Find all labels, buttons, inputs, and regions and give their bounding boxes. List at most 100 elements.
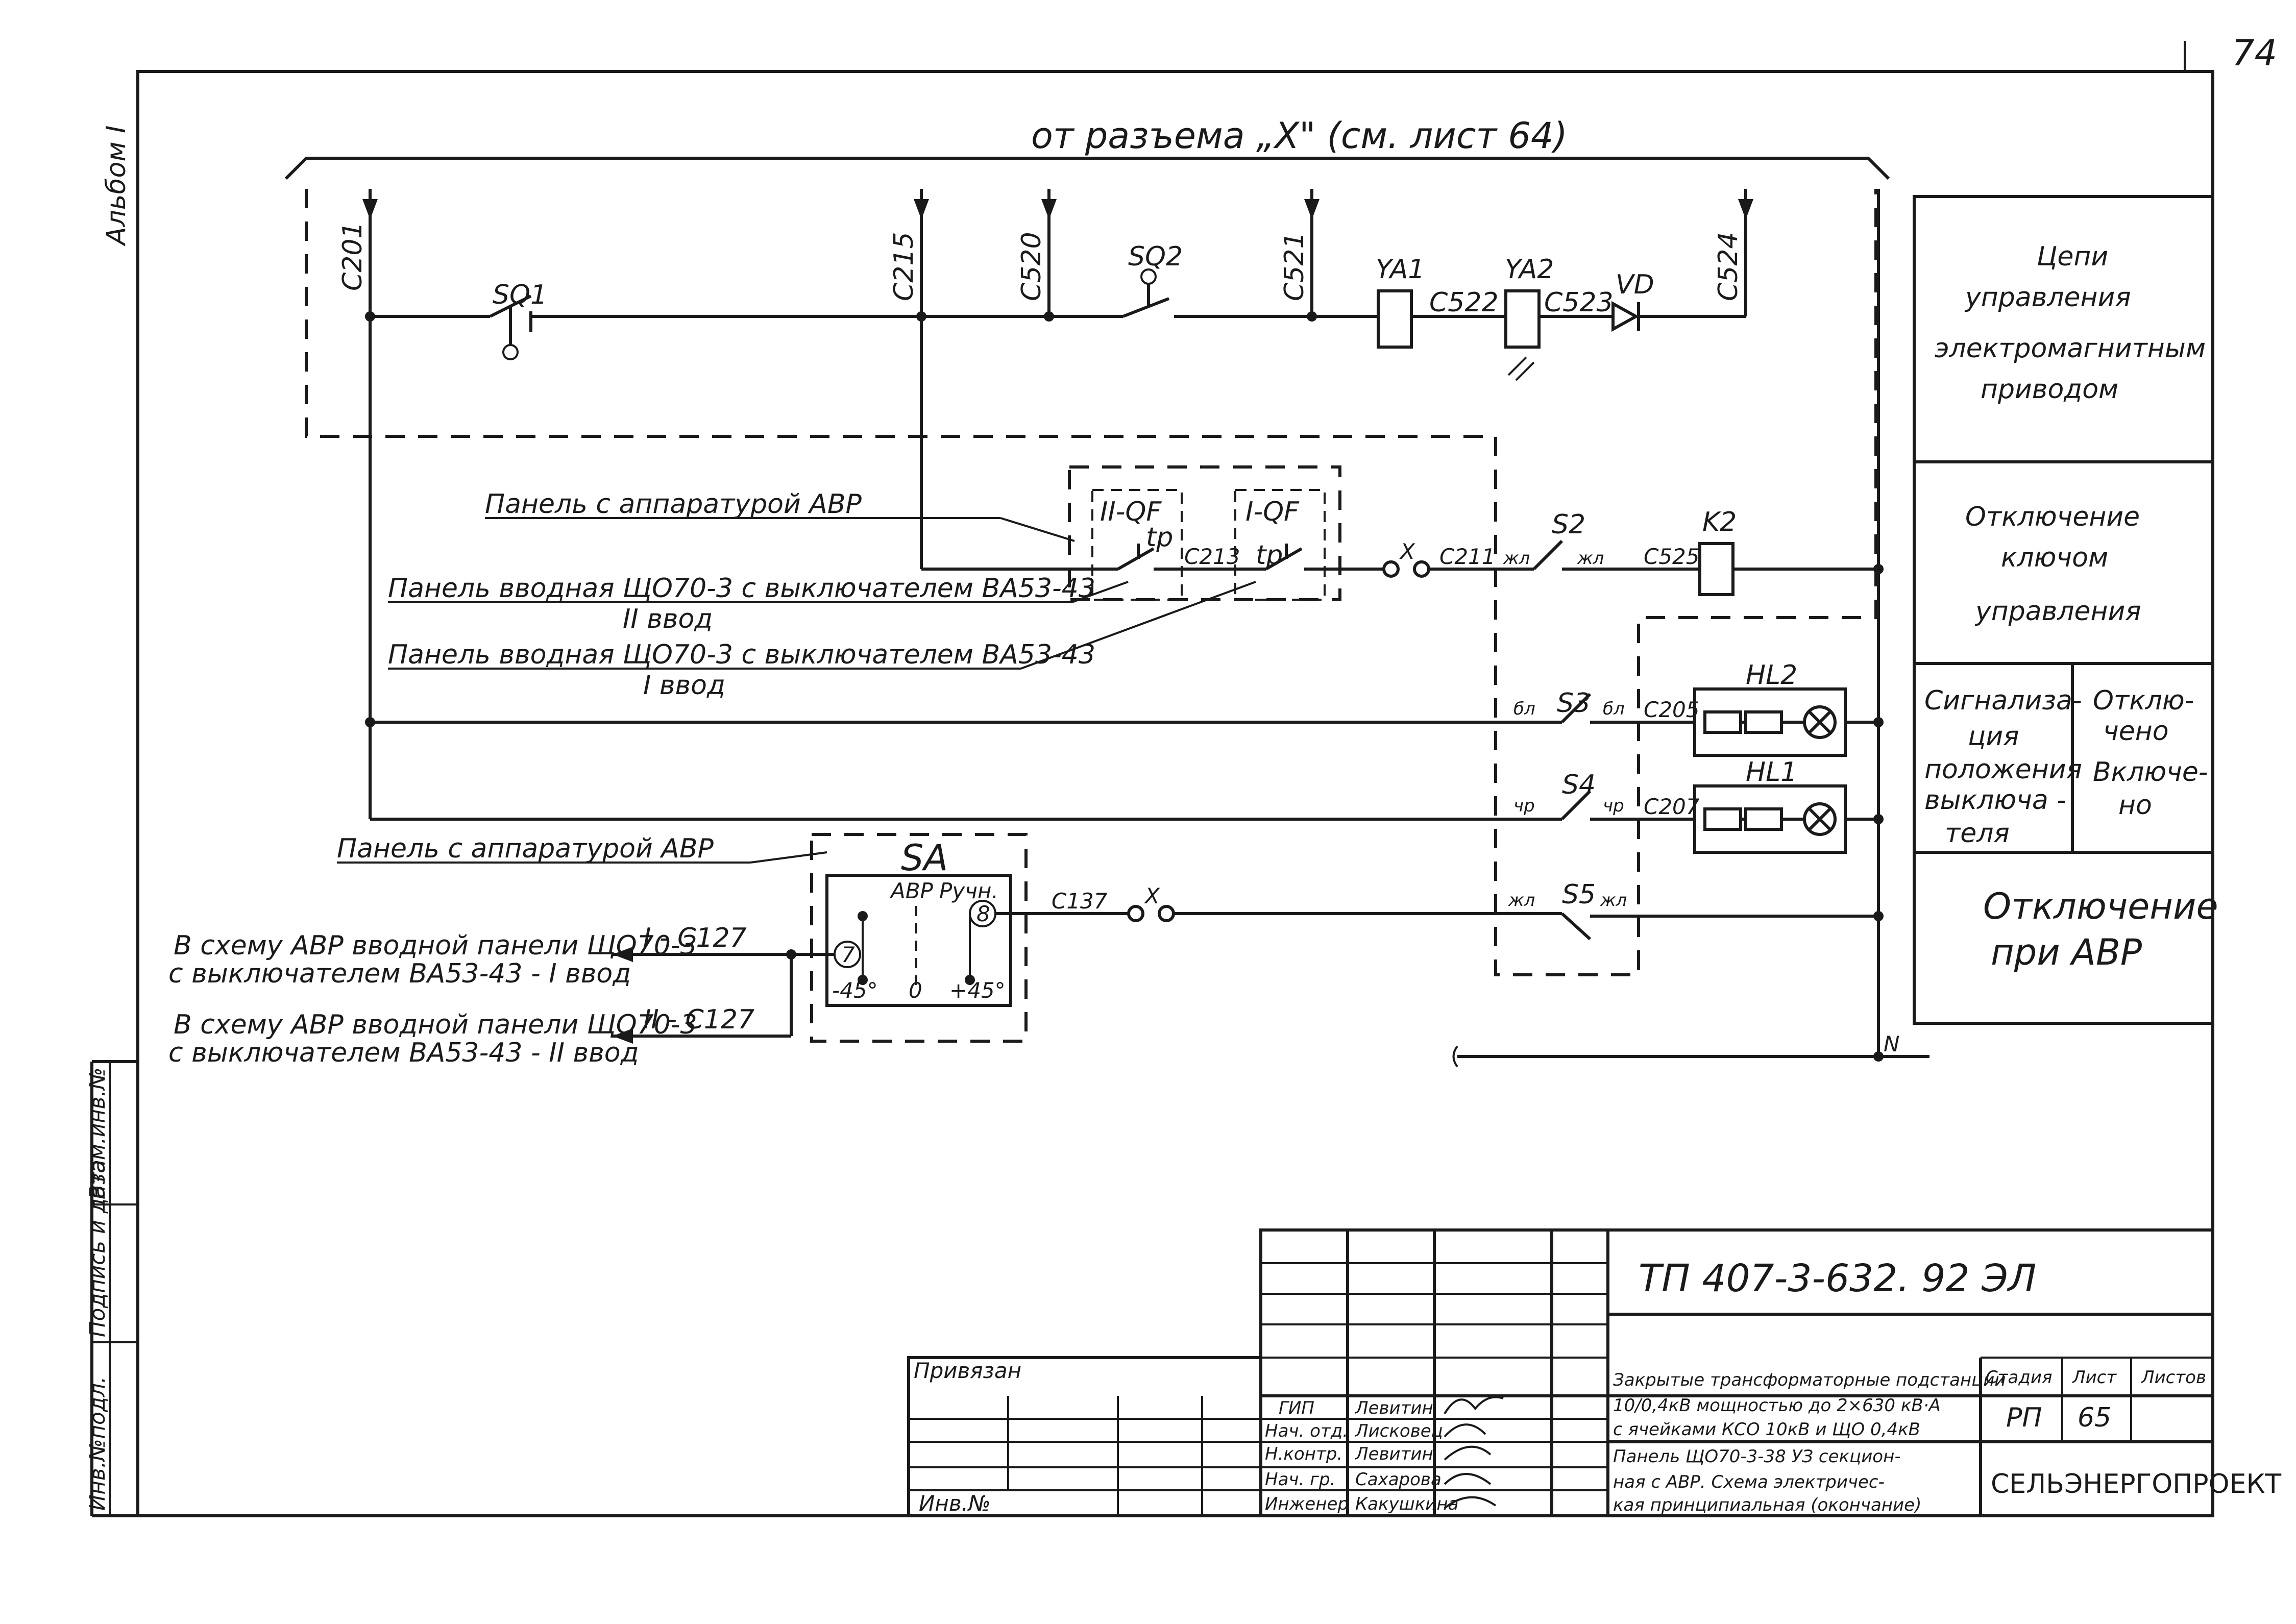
org-name: СЕЛЬЭНЕРГОПРОЕКТ xyxy=(1991,1469,2281,1499)
terminal-x-label-1: X xyxy=(1399,539,1415,564)
label-to-avr-1-l1: В схему АВР вводной панели ЩО70-3 xyxy=(174,930,697,961)
desc1-l3: с ячейками КСО 10кВ и ЩО 0,4кВ xyxy=(1613,1419,1920,1440)
sheet-value: 65 xyxy=(2078,1402,2111,1433)
privyazan-label: Привязан xyxy=(914,1358,1021,1383)
device-qf1-tp: tр xyxy=(1256,540,1283,571)
s5-switch xyxy=(1560,912,1592,941)
privyazan-block xyxy=(907,1356,1262,1517)
terminal-x-1 xyxy=(1382,560,1400,578)
label-to-avr-2-l2: с выключателем ВА53-43 - II ввод xyxy=(168,1038,639,1068)
label-panel-vvod-2-l2: II ввод xyxy=(623,604,713,634)
vd-diode-icon xyxy=(1611,301,1640,332)
device-hl2: HL2 xyxy=(1746,660,1797,691)
func-row2-l1: Отключение xyxy=(1965,502,2140,532)
func-row4-l1: Отключение xyxy=(1983,885,2218,927)
s2-switch xyxy=(1532,539,1564,571)
hl2-lamp-icon xyxy=(1803,705,1837,739)
label-panel-avr-2: Панель с аппаратурой АВР xyxy=(337,833,714,864)
staff-role-0: ГИП xyxy=(1279,1398,1314,1418)
desc1-l2: 10/0,4кВ мощностью до 2×630 кВ·А xyxy=(1613,1395,1941,1416)
function-table xyxy=(1913,195,2214,1025)
device-sq1: SQ1 xyxy=(493,280,547,310)
func-row1-l4: приводом xyxy=(1981,374,2118,405)
func-row1-l3: электромагнитным xyxy=(1935,333,2206,364)
device-sa: SA xyxy=(901,837,948,879)
wire-c523: C523 xyxy=(1544,287,1614,318)
side-stamp-podpis: Подпись и дата xyxy=(85,1160,110,1337)
wire-c213: C213 xyxy=(1184,544,1240,569)
device-qf1: I-QF xyxy=(1245,497,1300,527)
sa-pos-avr: АВР xyxy=(889,878,934,903)
page-number: 74 xyxy=(2232,32,2277,74)
device-k2: K2 xyxy=(1702,507,1737,537)
sa-pos-0: 0 xyxy=(909,978,922,1003)
func-row3-l5: теля xyxy=(1945,818,2010,849)
device-s2: S2 xyxy=(1552,509,1585,540)
s5-mark-left: жл xyxy=(1508,890,1535,911)
hl2-lamp-block xyxy=(1693,687,1847,757)
staff-name-0: Левитин xyxy=(1354,1398,1433,1418)
func-row3-on-l2: но xyxy=(2118,790,2152,821)
func-row3-off-l1: Отклю- xyxy=(2093,685,2194,716)
staff-name-1: Лисковец xyxy=(1354,1421,1443,1441)
device-qf2-tp: tр xyxy=(1146,522,1173,553)
wire-c201: C201 xyxy=(337,222,368,291)
sa-pos-p45: +45° xyxy=(949,978,1006,1003)
wire-c127-1: I - C127 xyxy=(643,923,747,953)
s2-mark-left: жл xyxy=(1503,548,1530,569)
s4-mark-left: чр xyxy=(1513,796,1535,816)
ya2-coil xyxy=(1504,289,1541,349)
signatures xyxy=(1444,1396,1504,1509)
wire-c207: C207 xyxy=(1644,794,1700,819)
hl1-lamp-icon xyxy=(1803,802,1837,836)
sq1-contact-icon xyxy=(502,344,519,360)
func-row3-l2: ция xyxy=(1968,721,2019,752)
func-row2-l2: ключом xyxy=(2001,543,2108,573)
wire-c525: C525 xyxy=(1644,544,1700,569)
wire-c127-2: II - C127 xyxy=(643,1004,754,1035)
desc1-l1: Закрытые трансформаторные подстанции xyxy=(1613,1370,2006,1390)
s5-mark-right: жл xyxy=(1600,890,1627,911)
label-to-avr-1-l2: с выключателем ВА53-43 - I ввод xyxy=(168,958,631,989)
wire-n: N xyxy=(1884,1031,1899,1056)
sq2-contact-icon xyxy=(1140,268,1157,285)
sa-enclosure xyxy=(810,833,1028,1043)
device-ya1: YA1 xyxy=(1376,254,1425,285)
terminal-x-2 xyxy=(1127,905,1144,922)
label-panel-vvod-1-l1: Панель вводная ЩО70-3 с выключателем ВА5… xyxy=(388,639,1095,670)
stage-value: РП xyxy=(2006,1402,2042,1433)
staff-role-4: Инженер xyxy=(1265,1494,1349,1514)
func-row2-l3: управления xyxy=(1974,596,2141,627)
inv-no-label: Инв.№ xyxy=(919,1491,991,1516)
label-panel-vvod-1-l2: I ввод xyxy=(643,670,725,701)
staff-name-3: Сахарова xyxy=(1355,1469,1442,1490)
device-qf2: II-QF xyxy=(1100,497,1162,527)
func-row3-l4: выключа - xyxy=(1924,785,2066,816)
wire-c520: C520 xyxy=(1016,232,1047,301)
k2-coil xyxy=(1698,542,1735,596)
sheets-label: Листов xyxy=(2140,1367,2206,1388)
sq2-switch xyxy=(1122,297,1170,318)
wire-c522: C522 xyxy=(1429,287,1499,318)
func-row4-l2: при АВР xyxy=(1991,931,2142,973)
desc2-l1: Панель ЩО70-3-38 УЗ секцион- xyxy=(1613,1446,1901,1467)
s3-mark-left: бл xyxy=(1513,699,1535,719)
wire-c521: C521 xyxy=(1279,232,1310,301)
label-panel-avr-1: Панель с аппаратурой АВР xyxy=(485,489,862,520)
qf-enclosure xyxy=(1068,465,1341,601)
s2-mark-right: жл xyxy=(1577,548,1604,569)
label-panel-vvod-2-l1: Панель вводная ЩО70-3 с выключателем ВА5… xyxy=(388,573,1095,604)
wire-c211: C211 xyxy=(1439,544,1496,569)
func-row3-on-l1: Включе- xyxy=(2093,757,2208,788)
device-s4: S4 xyxy=(1562,770,1596,800)
device-s3: S3 xyxy=(1557,688,1591,719)
sa-pos-ruchn: Ручн. xyxy=(939,878,998,903)
sa-terminal-8-label: 8 xyxy=(976,901,990,926)
staff-role-3: Нач. гр. xyxy=(1265,1469,1335,1490)
func-row3-l1: Сигнализа- xyxy=(1924,685,2082,716)
s4-switch xyxy=(1560,790,1592,821)
sa-pos-m45: -45° xyxy=(832,978,878,1003)
ya1-coil xyxy=(1377,289,1413,349)
func-row3-l3: положения xyxy=(1924,754,2082,785)
